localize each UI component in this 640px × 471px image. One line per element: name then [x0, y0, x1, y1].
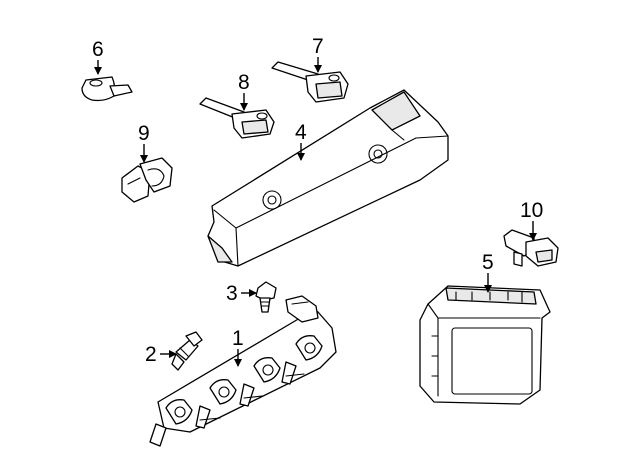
callout-1: 1: [232, 327, 244, 367]
callout-9: 9: [138, 122, 150, 163]
callout-6-label: 6: [92, 38, 104, 61]
part-5-control-module: [419, 285, 551, 405]
callout-1-label: 1: [232, 327, 244, 350]
part-7-sensor: [271, 61, 349, 103]
part-10-sensor: [503, 229, 559, 267]
callout-8-label: 8: [238, 71, 250, 94]
part-8-sensor: [199, 97, 275, 139]
part-3-bolt: [255, 281, 277, 313]
callout-9-label: 9: [138, 122, 150, 145]
part-4-engine-cover: [207, 89, 449, 267]
callout-10-label: 10: [520, 199, 543, 222]
callout-4-label: 4: [295, 121, 307, 144]
callout-10: 10: [520, 199, 543, 241]
callout-5: 5: [482, 251, 494, 293]
callout-4: 4: [295, 121, 307, 161]
part-6-knock-sensor: [81, 76, 133, 102]
part-9-connector: [121, 157, 173, 203]
callout-7-label: 7: [312, 35, 324, 58]
part-2-bolt: [171, 331, 203, 371]
callout-3-label: 3: [226, 282, 238, 305]
callout-5-label: 5: [482, 251, 494, 274]
callout-3: 3: [226, 282, 257, 305]
callout-7: 7: [312, 35, 324, 73]
callout-6: 6: [92, 38, 104, 75]
callout-8: 8: [238, 71, 250, 111]
part-1-ignition-coil-assembly: [149, 295, 337, 447]
callout-2-label: 2: [145, 343, 157, 366]
callout-2: 2: [145, 343, 177, 366]
